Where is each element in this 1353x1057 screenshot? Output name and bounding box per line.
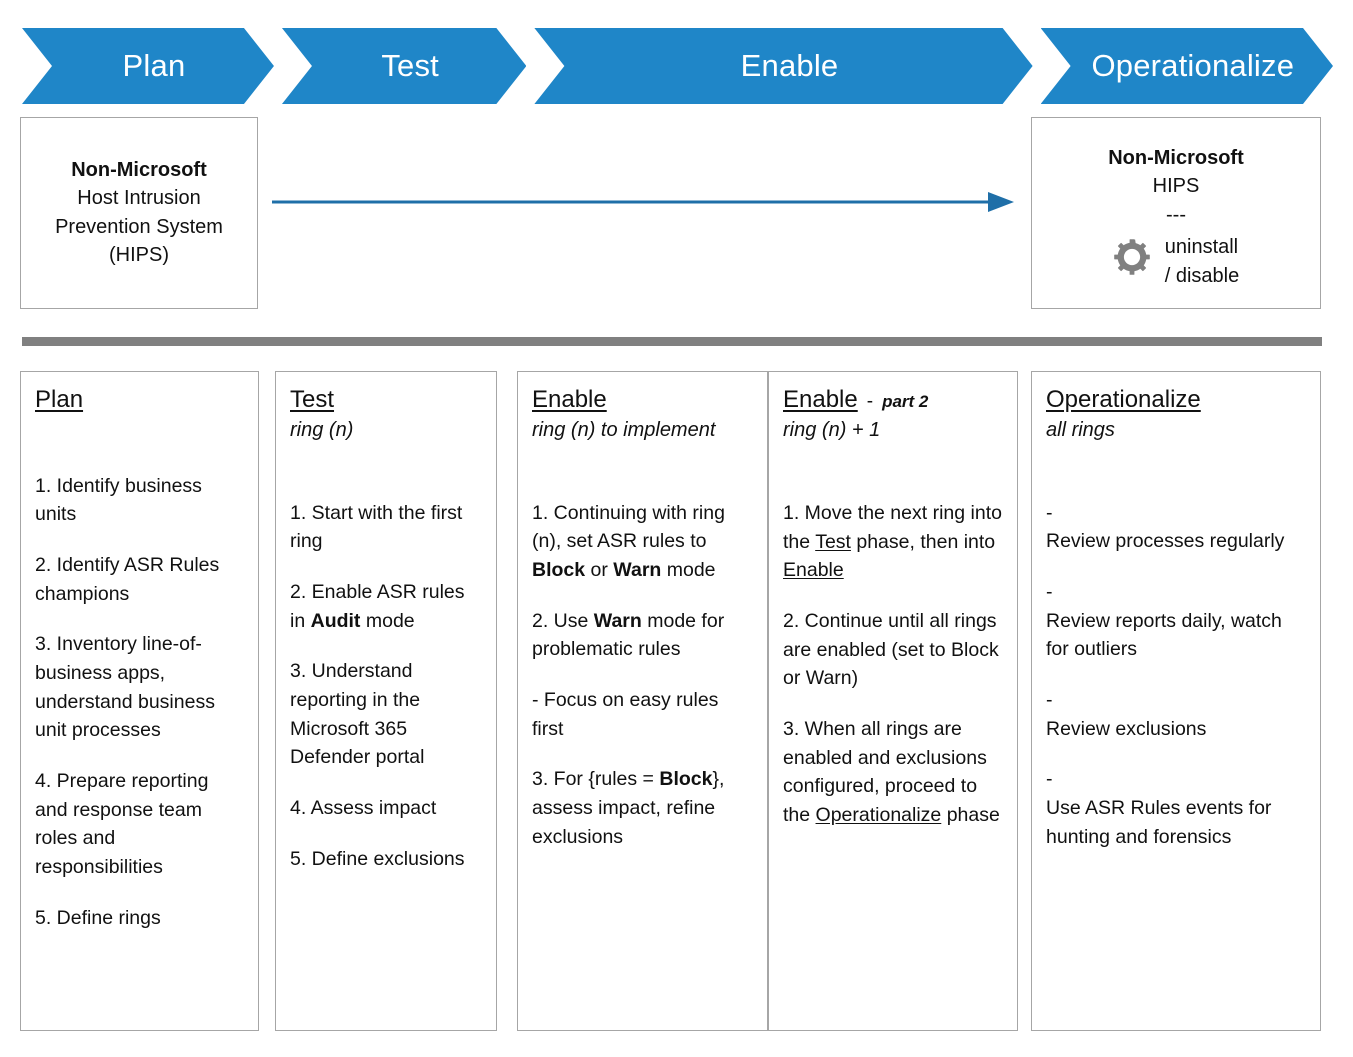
detail-column-operationalize-heading: Operationalize xyxy=(1046,386,1201,413)
hips-target-separator: --- xyxy=(1166,203,1186,226)
detail-column-enable-body: 1. Continuing with ring (n), set ASR rul… xyxy=(532,499,753,852)
hips-source-line3: Prevention System xyxy=(55,216,223,238)
detail-column-plan: Plan 1. Identify business units 2. Identi… xyxy=(20,371,259,1031)
list-item: 1. Move the next ring into the Test phas… xyxy=(783,501,1002,582)
detail-column-enable-part2-dash: - xyxy=(866,391,874,412)
list-item: 2. Continue until all rings are enabled … xyxy=(783,609,999,690)
hips-target-action-line1: uninstall xyxy=(1164,236,1239,259)
detail-column-enable-subtitle: ring (n) to implement xyxy=(532,418,716,441)
phase-chevron-enable-label: Enable xyxy=(740,48,839,83)
list-item: 5. Define rings xyxy=(35,906,161,929)
detail-column-enable-part2: Enable-part 2 ring (n) + 1 1. Move the n… xyxy=(768,371,1018,1031)
hips-source-line2: Host Intrusion xyxy=(77,187,201,210)
detail-column-enable: Enable ring (n) to implement 1. Continui… xyxy=(517,371,768,1031)
detail-column-test-subtitle: ring (n) xyxy=(290,418,354,441)
detail-column-operationalize-subtitle: all rings xyxy=(1046,418,1115,441)
hips-target-title: Non-Microsoft xyxy=(1108,147,1244,169)
detail-column-test-header: Test xyxy=(290,386,482,416)
detail-column-test: Test ring (n) 1. Start with the first ri… xyxy=(275,371,497,1031)
list-item: 1. Start with the first ring xyxy=(290,501,463,553)
detail-column-enable-part2-subtitle: ring (n) + 1 xyxy=(783,418,881,441)
list-item: -Review exclusions xyxy=(1046,688,1207,740)
section-separator xyxy=(22,337,1322,346)
list-item: 3. Inventory line-of-business apps, unde… xyxy=(35,633,215,742)
hips-source-box: Non-Microsoft Host Intrusion Prevention … xyxy=(20,117,258,309)
hips-target-action-line2: / disable xyxy=(1164,264,1240,287)
phase-banner: Plan Test Enable Operationalize xyxy=(22,28,1333,104)
list-item: 5. Define exclusions xyxy=(290,847,465,870)
list-item: -Use ASR Rules events for hunting and fo… xyxy=(1046,768,1272,848)
detail-column-operationalize: Operationalize all rings -Review process… xyxy=(1031,371,1321,1031)
detail-column-enable-part2-suffix: part 2 xyxy=(882,392,929,411)
hips-target-box: Non-Microsoft HIPS --- xyxy=(1031,117,1321,309)
detail-column-enable-part2-header: Enable-part 2 xyxy=(783,386,1003,416)
list-item: 3. Understand reporting in the Microsoft… xyxy=(290,660,425,769)
hips-source-title: Non-Microsoft xyxy=(71,159,207,182)
list-item: 3. When all rings are enabled and exclus… xyxy=(783,717,1000,826)
phase-chevron-plan-label: Plan xyxy=(122,48,186,83)
detail-column-enable-part2-body: 1. Move the next ring into the Test phas… xyxy=(783,499,1003,830)
list-item: 2. Use Warn mode for problematic rules xyxy=(532,609,725,661)
list-item: 1. Identify business units xyxy=(35,474,202,526)
detail-column-plan-heading: Plan xyxy=(35,386,84,413)
detail-column-enable-part2-heading: Enable xyxy=(783,386,858,413)
list-item: 2. Enable ASR rules in Audit mode xyxy=(290,580,465,632)
phase-chevron-plan[interactable]: Plan xyxy=(22,28,274,104)
list-item: 4. Assess impact xyxy=(290,796,437,819)
phase-chevron-test[interactable]: Test xyxy=(282,28,526,104)
detail-column-enable-heading: Enable xyxy=(532,386,607,413)
list-item: 3. For {rules = Block}, assess impact, r… xyxy=(532,768,725,848)
detail-column-test-heading: Test xyxy=(290,386,335,413)
list-item: 1. Continuing with ring (n), set ASR rul… xyxy=(532,501,725,581)
list-item: 2. Identify ASR Rules champions xyxy=(35,553,220,605)
phase-chevron-enable[interactable]: Enable xyxy=(534,28,1032,104)
detail-column-enable-header: Enable xyxy=(532,386,753,416)
detail-column-operationalize-body: -Review processes regularly -Review repor… xyxy=(1046,499,1306,852)
phase-chevron-test-label: Test xyxy=(381,48,439,83)
phase-chevron-operationalize[interactable]: Operationalize xyxy=(1041,28,1333,104)
phase-chevron-operationalize-label: Operationalize xyxy=(1091,48,1295,83)
right-arrow-icon xyxy=(272,190,1014,214)
list-item: -Review reports daily, watch for outlier… xyxy=(1046,580,1282,661)
gear-icon xyxy=(1113,238,1151,284)
detail-column-plan-body: 1. Identify business units 2. Identify AS… xyxy=(35,472,244,933)
list-item: -Review processes regularly xyxy=(1046,501,1285,553)
hips-target-action: uninstall / disable xyxy=(1165,233,1240,290)
list-item: 4. Prepare reporting and response team r… xyxy=(35,769,209,878)
hips-target-line2: HIPS xyxy=(1152,175,1200,198)
detail-column-plan-header: Plan xyxy=(35,386,244,416)
detail-column-operationalize-header: Operationalize xyxy=(1046,386,1306,416)
detail-column-test-body: 1. Start with the first ring 2. Enable AS… xyxy=(290,499,482,874)
list-item: - Focus on easy rules first xyxy=(532,688,719,740)
hips-source-line4: (HIPS) xyxy=(109,244,169,267)
